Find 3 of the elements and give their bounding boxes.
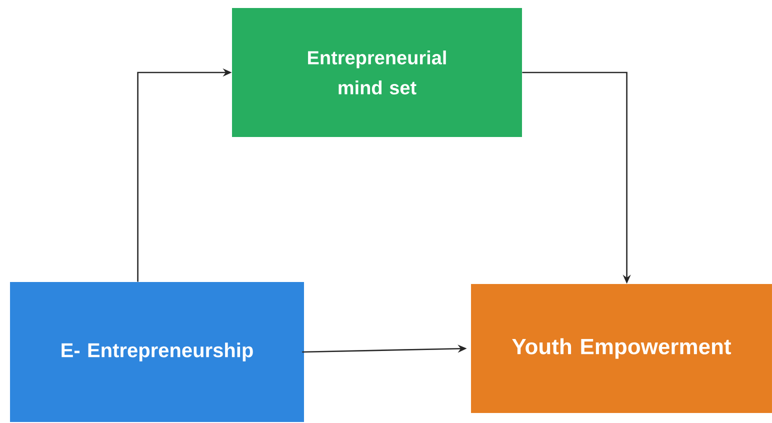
process-box: E- Entrepreneurship [10,282,304,422]
process-box: Youth Empowerment [471,284,772,413]
process-box: Entrepreneurial mind set [232,8,522,137]
